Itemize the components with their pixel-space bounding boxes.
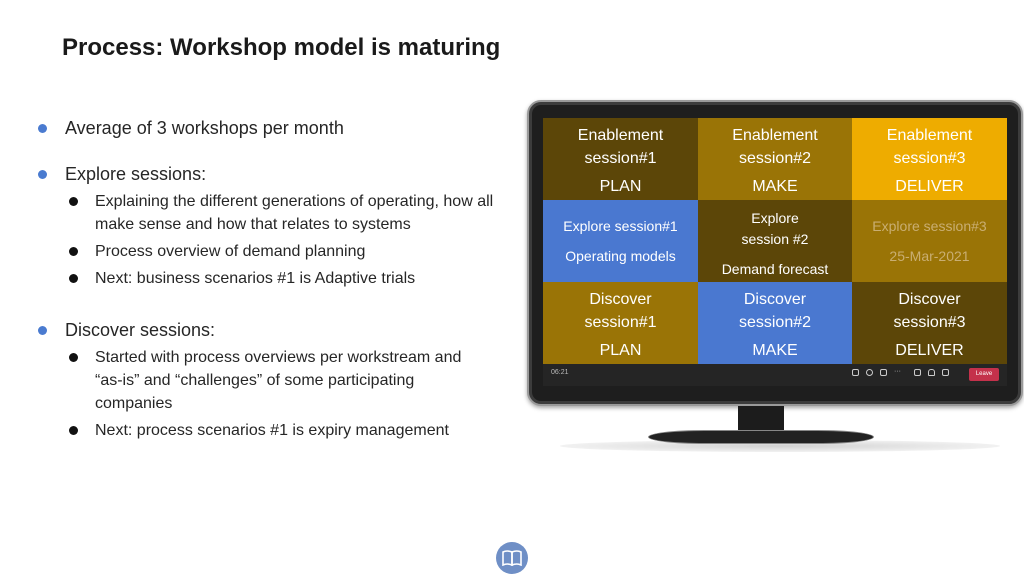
sub-bullet: Next: process scenarios #1 is expiry man… [38,419,528,442]
hand-icon[interactable] [880,369,887,376]
cell-line1: Discover [898,291,961,308]
cell-title: Discover session#1 [543,288,698,334]
discover-session-2-cell[interactable]: Discover session#2 MAKE [698,282,852,364]
sub-bullet-text: Process overview of demand planning [95,243,366,260]
cell-title: Explore session #2 [698,208,852,250]
sub-bullet-text: Next: process scenarios #1 is expiry man… [95,422,449,439]
cell-line1: Explore [751,210,799,226]
sub-bullet-text: Explaining the different generations of … [95,193,494,233]
monitor-screen: Enablement session#1 PLAN Enablement sessi… [543,118,1007,386]
bullet-dot [38,124,47,133]
cell-title: Discover session#2 [698,288,852,334]
sub-bullet: Process overview of demand planning [38,240,528,263]
sub-bullet: Explaining the different generations of … [38,190,528,236]
monitor-neck [738,406,784,432]
cell-phase: DELIVER [895,342,964,359]
mic-icon[interactable] [928,369,935,376]
cell-title: Explore session#3 [872,218,987,234]
slide-title: Process: Workshop model is maturing [62,34,501,61]
discover-session-1-cell[interactable]: Discover session#1 PLAN [543,282,698,364]
sub-bullet-text: Started with process overviews per works… [95,349,462,412]
cell-line2: session#3 [893,314,966,331]
cell-line1: Enablement [577,127,664,144]
bullet-text: Explore sessions: [65,164,207,184]
cell-line1: Enablement [732,127,818,144]
cell-line2: session#2 [738,150,812,167]
enablement-session-2-cell[interactable]: Enablement session#2 MAKE [698,118,852,200]
cell-subtitle: Operating models [565,248,676,264]
enablement-session-1-cell[interactable]: Enablement session#1 PLAN [543,118,698,200]
bullet-text: Discover sessions: [65,320,216,340]
chat-icon[interactable] [866,369,873,376]
bullet-workshops: Average of 3 workshops per month [38,116,528,140]
more-icon[interactable]: ··· [894,368,901,375]
discover-session-3-cell[interactable]: Discover session#3 DELIVER [852,282,1007,364]
cell-line2: session#1 [584,150,657,167]
cell-title: Enablement session#1 [543,124,698,170]
bullet-dot [69,426,78,435]
cell-title: Enablement session#2 [698,124,852,170]
monitor-base [648,430,874,444]
toolbar-icons: ··· [852,368,949,376]
bullet-dot [69,353,78,362]
cell-phase: MAKE [752,342,798,359]
share-icon[interactable] [942,369,949,376]
enablement-session-3-cell[interactable]: Enablement session#3 DELIVER [852,118,1007,200]
cell-subtitle: Demand forecast [721,261,829,277]
sub-bullet-text: Next: business scenarios #1 is Adaptive … [95,270,416,287]
cell-title: Discover session#3 [852,288,1007,334]
cell-line1: Enablement [886,127,973,144]
cell-phase: PLAN [599,342,642,359]
cell-line2: session #2 [741,231,809,247]
meeting-toolbar: 06:21 ··· Leave [543,364,1007,386]
cell-phase: PLAN [599,178,642,195]
sub-bullet: Started with process overviews per works… [38,346,475,415]
explore-session-1-cell[interactable]: Explore session#1 Operating models [543,200,698,282]
camera-icon[interactable] [914,369,921,376]
cell-phase: DELIVER [895,178,964,195]
cell-title: Explore session#1 [563,218,678,234]
cell-line1: Discover [589,291,652,308]
bullet-list: Average of 3 workshops per month Explore… [38,116,528,442]
cell-line2: session#1 [584,314,657,331]
bullet-dot [38,326,47,335]
cell-line2: session#3 [893,150,966,167]
bullet-discover: Discover sessions: [38,318,528,342]
bullet-dot [69,274,78,283]
leave-button[interactable]: Leave [969,368,999,381]
bullet-dot [69,197,78,206]
book-icon[interactable] [496,542,528,574]
explore-session-3-cell[interactable]: Explore session#3 25-Mar-2021 [852,200,1007,282]
monitor-shadow [560,440,1000,452]
cell-line2: session#2 [738,314,812,331]
bullet-dot [69,247,78,256]
session-grid: Enablement session#1 PLAN Enablement sessi… [543,118,1007,364]
book-icon-glyph [502,550,522,566]
bullet-explore: Explore sessions: [38,162,528,186]
cell-phase: MAKE [752,178,798,195]
cell-subtitle: 25-Mar-2021 [889,248,970,264]
explore-session-2-cell[interactable]: Explore session #2 Demand forecast [698,200,852,282]
cell-title: Enablement session#3 [852,124,1007,170]
bullet-text: Average of 3 workshops per month [65,118,344,138]
meeting-timer: 06:21 [551,369,569,376]
cell-line1: Discover [743,291,807,308]
bullet-dot [38,170,47,179]
sub-bullet: Next: business scenarios #1 is Adaptive … [38,267,528,290]
people-icon[interactable] [852,369,859,376]
